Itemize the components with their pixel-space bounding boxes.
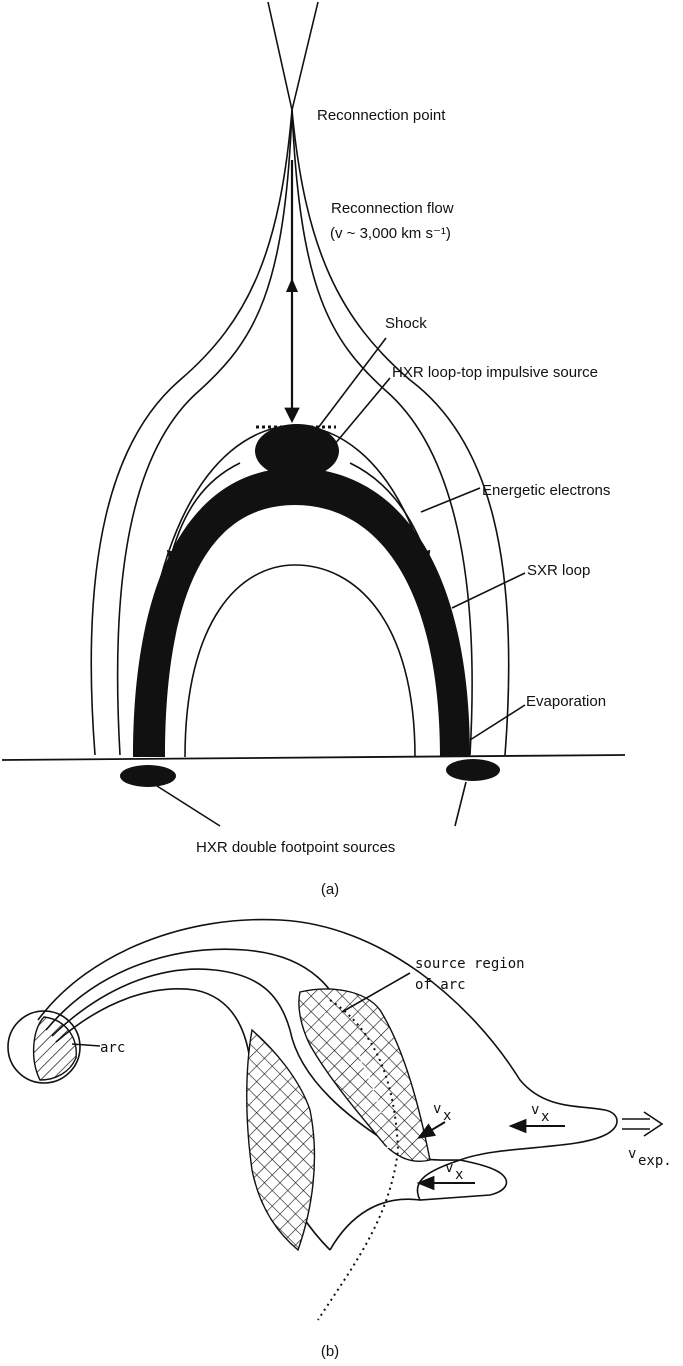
- source-region-upper: [298, 988, 431, 1162]
- field-line-outer-r: [291, 109, 510, 756]
- leader-source-region: [341, 972, 411, 1013]
- photosphere-line: [1, 754, 626, 761]
- label-source-region-2: of arc: [415, 977, 466, 993]
- label-energetic-electrons: Energetic electrons: [482, 482, 610, 499]
- label-shock: Shock: [385, 315, 427, 332]
- lower-lobe-line: [329, 1198, 421, 1251]
- inner-loop: [184, 564, 416, 758]
- leader-sxr: [451, 572, 526, 609]
- label-vx-lower-sub: x: [455, 1167, 463, 1183]
- leader-electrons: [420, 487, 481, 513]
- panel-b: source region of arc arc v x v x v x v e…: [7, 918, 672, 1360]
- label-vx-upper: v: [531, 1102, 539, 1118]
- label-vx-inner: v: [433, 1101, 441, 1117]
- label-hxr-footpoints: HXR double footpoint sources: [196, 839, 395, 856]
- field-line-mid: [116, 109, 293, 756]
- electron-arrow-left: [166, 462, 241, 563]
- leader-foot-left: [156, 785, 221, 827]
- leader-looptop: [333, 377, 391, 446]
- label-source-region-1: source region: [415, 956, 525, 972]
- label-reconnection-flow: Reconnection flow: [331, 200, 454, 217]
- hxr-footpoint-right: [446, 759, 500, 781]
- leader-shock: [317, 337, 387, 429]
- field-line-outer: [90, 109, 293, 756]
- panel-a: Reconnection point Reconnection flow (v …: [1, 1, 626, 898]
- vexp-arrow: [622, 1111, 664, 1137]
- flux-tube-outer: [37, 918, 618, 1161]
- label-reconnection-point: Reconnection point: [317, 107, 446, 124]
- caption-b: (b): [321, 1343, 339, 1360]
- caption-a: (a): [321, 881, 339, 898]
- label-vexp-sub: exp.: [638, 1153, 672, 1169]
- leader-arc: [71, 1043, 101, 1047]
- label-flow-speed: (v ~ 3,000 km s⁻¹): [330, 225, 451, 242]
- lower-lobe: [416, 1159, 508, 1201]
- leader-foot-right: [454, 781, 467, 827]
- electron-arrow-right: [349, 462, 431, 563]
- label-vx-upper-sub: x: [541, 1109, 549, 1125]
- label-vx-inner-sub: x: [443, 1108, 451, 1124]
- x-line-1: [267, 1, 319, 111]
- label-vx-lower: v: [445, 1160, 453, 1176]
- label-arc: arc: [100, 1040, 125, 1056]
- label-hxr-looptop: HXR loop-top impulsive source: [392, 364, 598, 381]
- label-vexp: v: [628, 1146, 636, 1162]
- label-evaporation: Evaporation: [526, 693, 606, 710]
- source-region-lower: [246, 1028, 316, 1252]
- vx-inner-arrow: [416, 1121, 446, 1139]
- sxr-loop-shape: [133, 468, 470, 757]
- hxr-footpoint-left: [120, 765, 176, 787]
- dotted-separatrix: [317, 999, 400, 1321]
- hxr-looptop-source: [255, 424, 339, 478]
- flux-tube-inner-2: [51, 968, 291, 1037]
- field-line-mid-r: [291, 109, 473, 756]
- leader-evaporation: [469, 704, 526, 741]
- flow-arrow-mid-head: [286, 278, 298, 292]
- label-sxr-loop: SXR loop: [527, 562, 590, 579]
